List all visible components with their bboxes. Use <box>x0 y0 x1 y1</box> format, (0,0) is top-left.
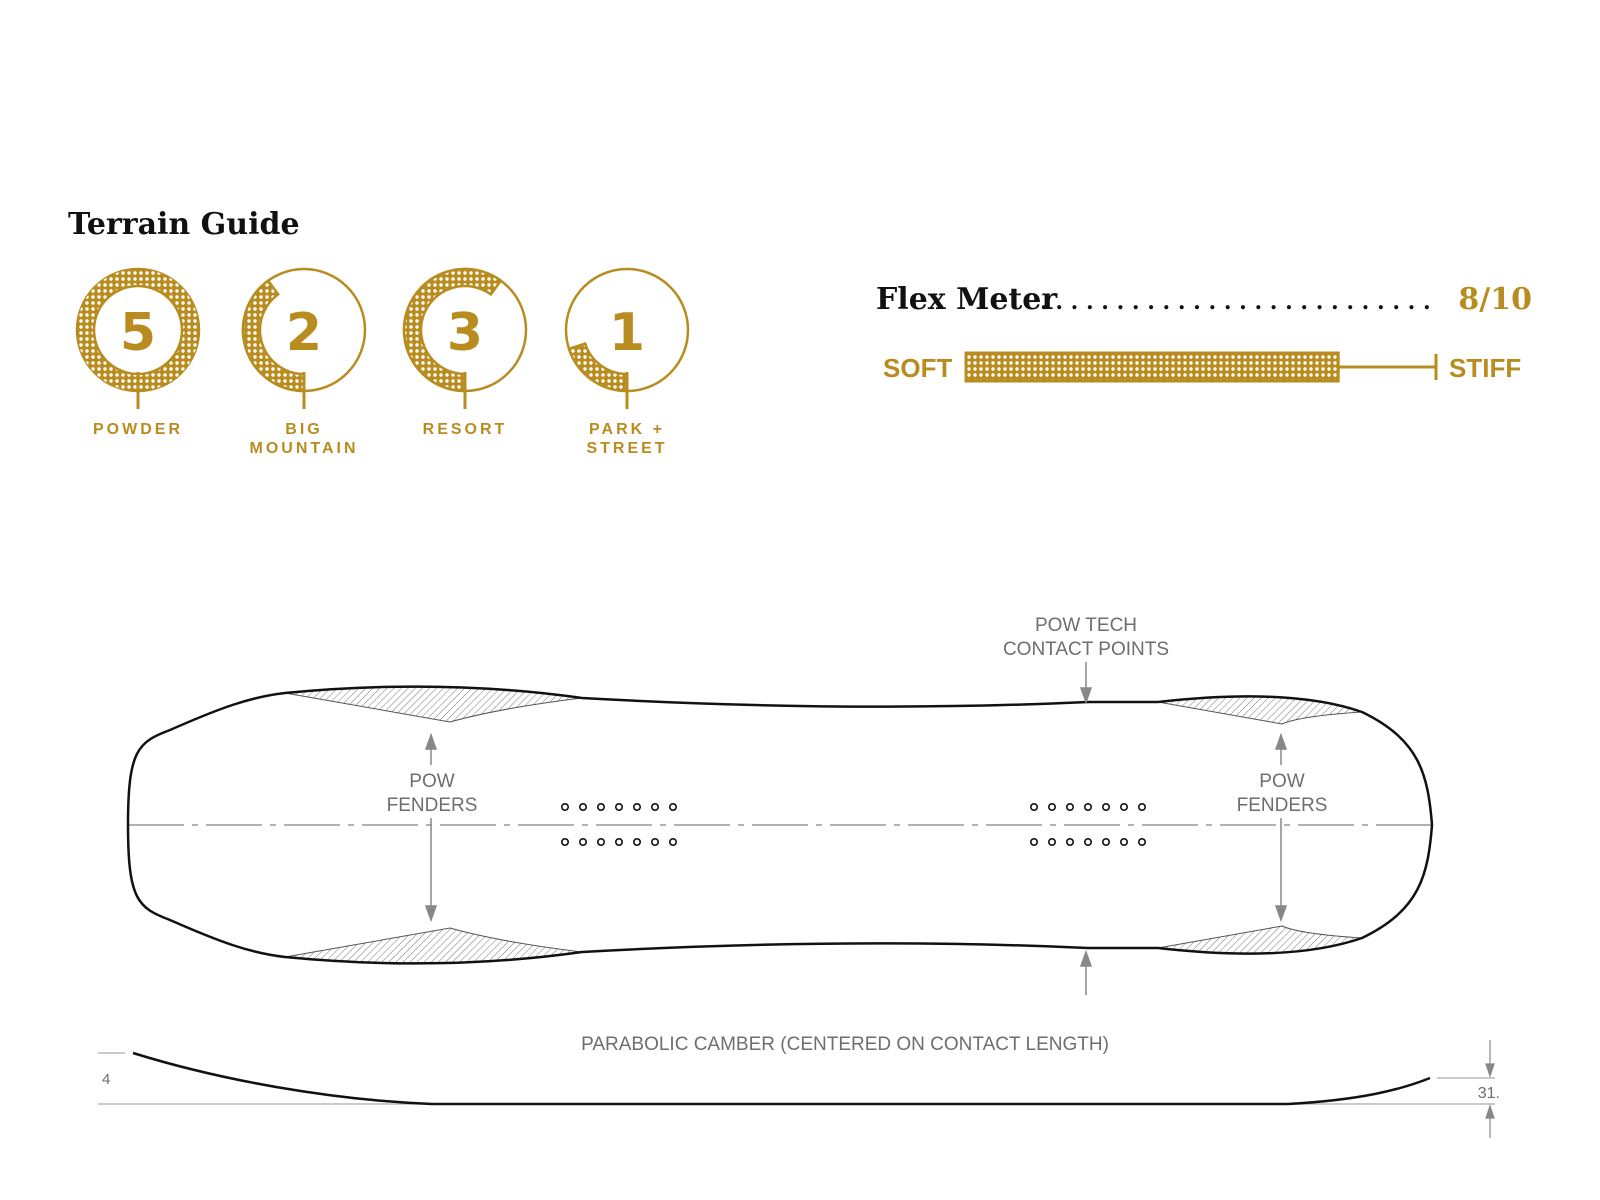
insert-hole <box>614 837 623 846</box>
flex-meter-title: Flex Meter <box>876 282 1058 317</box>
gauge-label-line2: STREET <box>586 440 667 457</box>
pow-fender-hatch-bottom-right <box>1157 925 1363 955</box>
contact-points-label-line1: POW TECH <box>1035 615 1137 636</box>
insert-hole <box>578 802 587 811</box>
pow-fenders-right-line1: POW <box>1259 771 1304 792</box>
gauge-label: RESORT <box>423 421 508 438</box>
insert-hole <box>650 802 659 811</box>
flex-meter-fill <box>964 351 1340 383</box>
pow-fenders-right-line2: FENDERS <box>1237 795 1328 816</box>
gauge-value: 1 <box>609 303 645 363</box>
insert-hole <box>1102 837 1111 846</box>
annotation-arrows <box>424 662 1288 995</box>
gauge-value: 5 <box>120 303 156 363</box>
insert-hole <box>1138 802 1147 811</box>
insert-hole <box>578 837 587 846</box>
insert-hole <box>1048 802 1057 811</box>
gauge-label: POWDER <box>93 421 183 438</box>
camber-label: PARABOLIC CAMBER (CENTERED ON CONTACT LE… <box>581 1034 1109 1055</box>
insert-hole <box>614 802 623 811</box>
insert-hole <box>596 802 605 811</box>
insert-hole <box>1120 837 1129 846</box>
pow-fender-hatch-top-right <box>1157 695 1363 725</box>
flex-meter-value: 8/10 <box>1458 282 1532 317</box>
gauge-label-line2: MOUNTAIN <box>249 440 358 457</box>
insert-hole <box>1048 837 1057 846</box>
insert-hole <box>1120 802 1129 811</box>
flex-stiff-label: STIFF <box>1449 353 1521 383</box>
insert-hole <box>650 837 659 846</box>
camber-profile: 4 31. <box>98 1040 1500 1138</box>
insert-hole <box>1030 802 1039 811</box>
insert-hole <box>1030 837 1039 846</box>
terrain-guide-title: Terrain Guide <box>68 207 300 242</box>
gauge-label: PARK + <box>589 421 665 438</box>
board-outline <box>126 685 1434 965</box>
insert-hole <box>1066 802 1075 811</box>
camber-curve <box>132 1051 1431 1106</box>
insert-hole <box>668 802 677 811</box>
gauge-fill <box>402 267 503 393</box>
insert-hole <box>1084 802 1093 811</box>
flex-soft-label: SOFT <box>883 353 952 383</box>
gauge-label: BIG <box>285 421 322 438</box>
insert-hole <box>1084 837 1093 846</box>
contact-points-label-line2: CONTACT POINTS <box>1003 639 1169 660</box>
insert-hole <box>632 837 641 846</box>
binding-inserts <box>560 802 1147 846</box>
insert-hole <box>596 837 605 846</box>
insert-hole <box>1102 802 1111 811</box>
insert-hole <box>560 802 569 811</box>
insert-hole <box>668 837 677 846</box>
insert-hole <box>632 802 641 811</box>
insert-hole <box>1066 837 1075 846</box>
board-edge <box>126 685 1434 965</box>
pow-fenders-left-line2: FENDERS <box>387 795 478 816</box>
gauge-fill <box>567 342 629 393</box>
insert-hole <box>1138 837 1147 846</box>
pow-fenders-left-line1: POW <box>409 771 454 792</box>
gauge-value: 3 <box>447 303 483 363</box>
insert-hole <box>560 837 569 846</box>
gauge-value: 2 <box>286 303 322 363</box>
flex-meter-dots: . . . . . . . . . . . . . . . . . . . . … <box>1040 289 1431 315</box>
camber-dim-right: 31. <box>1478 1085 1500 1102</box>
gauge-fill <box>241 278 306 393</box>
camber-dim-left: 4 <box>102 1071 110 1088</box>
